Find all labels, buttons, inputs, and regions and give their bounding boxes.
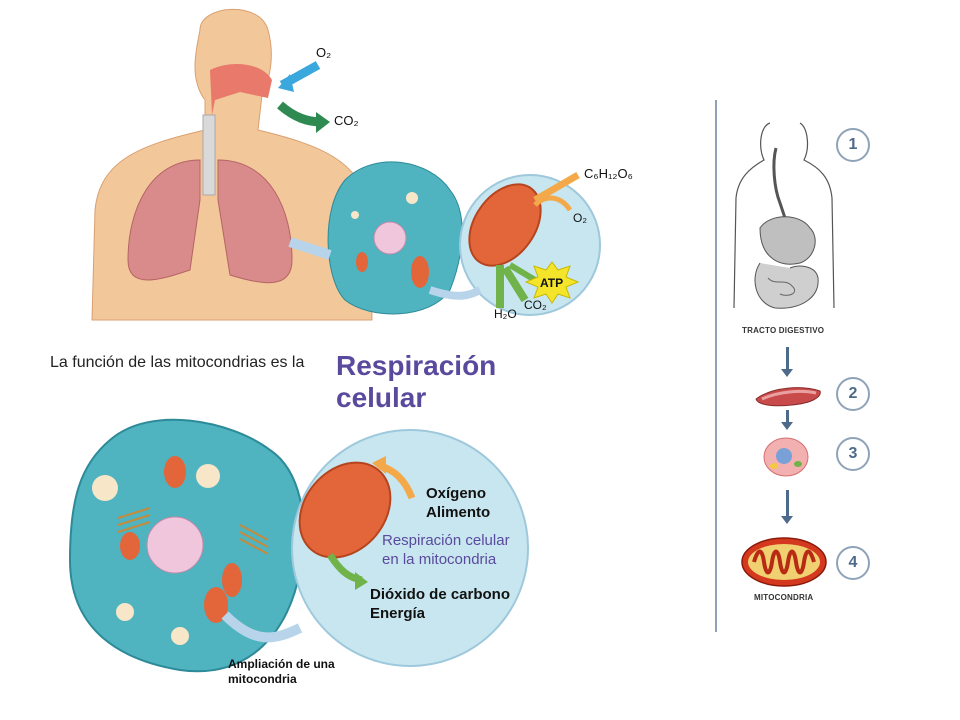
output-co2: Dióxido de carbono bbox=[370, 586, 511, 603]
arrow-2-3 bbox=[786, 410, 789, 424]
blood-vessel-icon bbox=[755, 387, 821, 407]
glucose-label: C₆H₁₂O₆ bbox=[584, 166, 633, 181]
arrow-3-4 bbox=[786, 490, 789, 518]
co2-arrow bbox=[277, 101, 323, 127]
bottom-nucleus bbox=[146, 516, 204, 574]
step-number-1: 1 bbox=[836, 128, 870, 162]
respiration-illustration bbox=[91, 8, 601, 321]
digestive-illustration bbox=[733, 122, 835, 309]
outputs-label: Dióxido de carbono Energía bbox=[370, 585, 510, 623]
bottom-mitochondrion bbox=[298, 461, 392, 559]
arrow-1-2-head bbox=[781, 369, 793, 377]
title-line-2: celular bbox=[336, 382, 427, 413]
arrow-3-4-head bbox=[781, 516, 793, 524]
right-lung bbox=[217, 159, 293, 284]
h2o-label: H₂O bbox=[494, 307, 517, 321]
left-lung bbox=[127, 159, 201, 281]
step-number-4: 4 bbox=[836, 546, 870, 580]
divider-line bbox=[715, 100, 717, 632]
inputs-label: Oxígeno Alimento bbox=[426, 484, 490, 522]
arrow-1-2 bbox=[786, 347, 789, 371]
co2-label: CO₂ bbox=[334, 113, 359, 128]
process-line-2: en la mitocondria bbox=[382, 551, 497, 568]
atp-star bbox=[524, 261, 580, 304]
o2-label: O₂ bbox=[316, 45, 332, 60]
caption-line-1: Ampliación de una bbox=[228, 657, 335, 671]
process-label: Respiración celular en la mitocondria bbox=[382, 531, 510, 569]
cell-mito-illustration bbox=[68, 418, 529, 673]
intro-text: La función de las mitocondrias es la bbox=[50, 354, 305, 371]
cell-icon bbox=[763, 437, 809, 477]
mitochondrion bbox=[468, 183, 542, 267]
cell-nucleus bbox=[373, 221, 407, 255]
co2-mito-label: CO₂ bbox=[524, 298, 547, 312]
input-oxygen: Oxígeno bbox=[426, 485, 487, 502]
output-energy: Energía bbox=[370, 605, 426, 622]
mitochondrion-icon bbox=[741, 537, 827, 587]
trachea bbox=[202, 114, 216, 196]
arrow-2-3-head bbox=[781, 422, 793, 430]
process-line-1: Respiración celular bbox=[382, 532, 510, 549]
digestive-caption: TRACTO DIGESTIVO bbox=[742, 326, 825, 335]
o2-mito-label: O₂ bbox=[573, 211, 587, 225]
lungs-to-cell-arrow bbox=[288, 237, 332, 260]
airway bbox=[210, 64, 272, 115]
atp-label: ATP bbox=[540, 276, 564, 290]
title-line-1: Respiración bbox=[336, 350, 497, 381]
page-title: Respiración celular bbox=[336, 350, 496, 414]
mito-caption: MITOCONDRIA bbox=[754, 593, 814, 602]
step-number-2: 2 bbox=[836, 377, 870, 411]
zoom-caption: Ampliación de una mitocondria bbox=[228, 657, 335, 687]
input-food: Alimento bbox=[426, 504, 491, 521]
step-number-3: 3 bbox=[836, 437, 870, 471]
caption-line-2: mitocondria bbox=[228, 672, 297, 686]
